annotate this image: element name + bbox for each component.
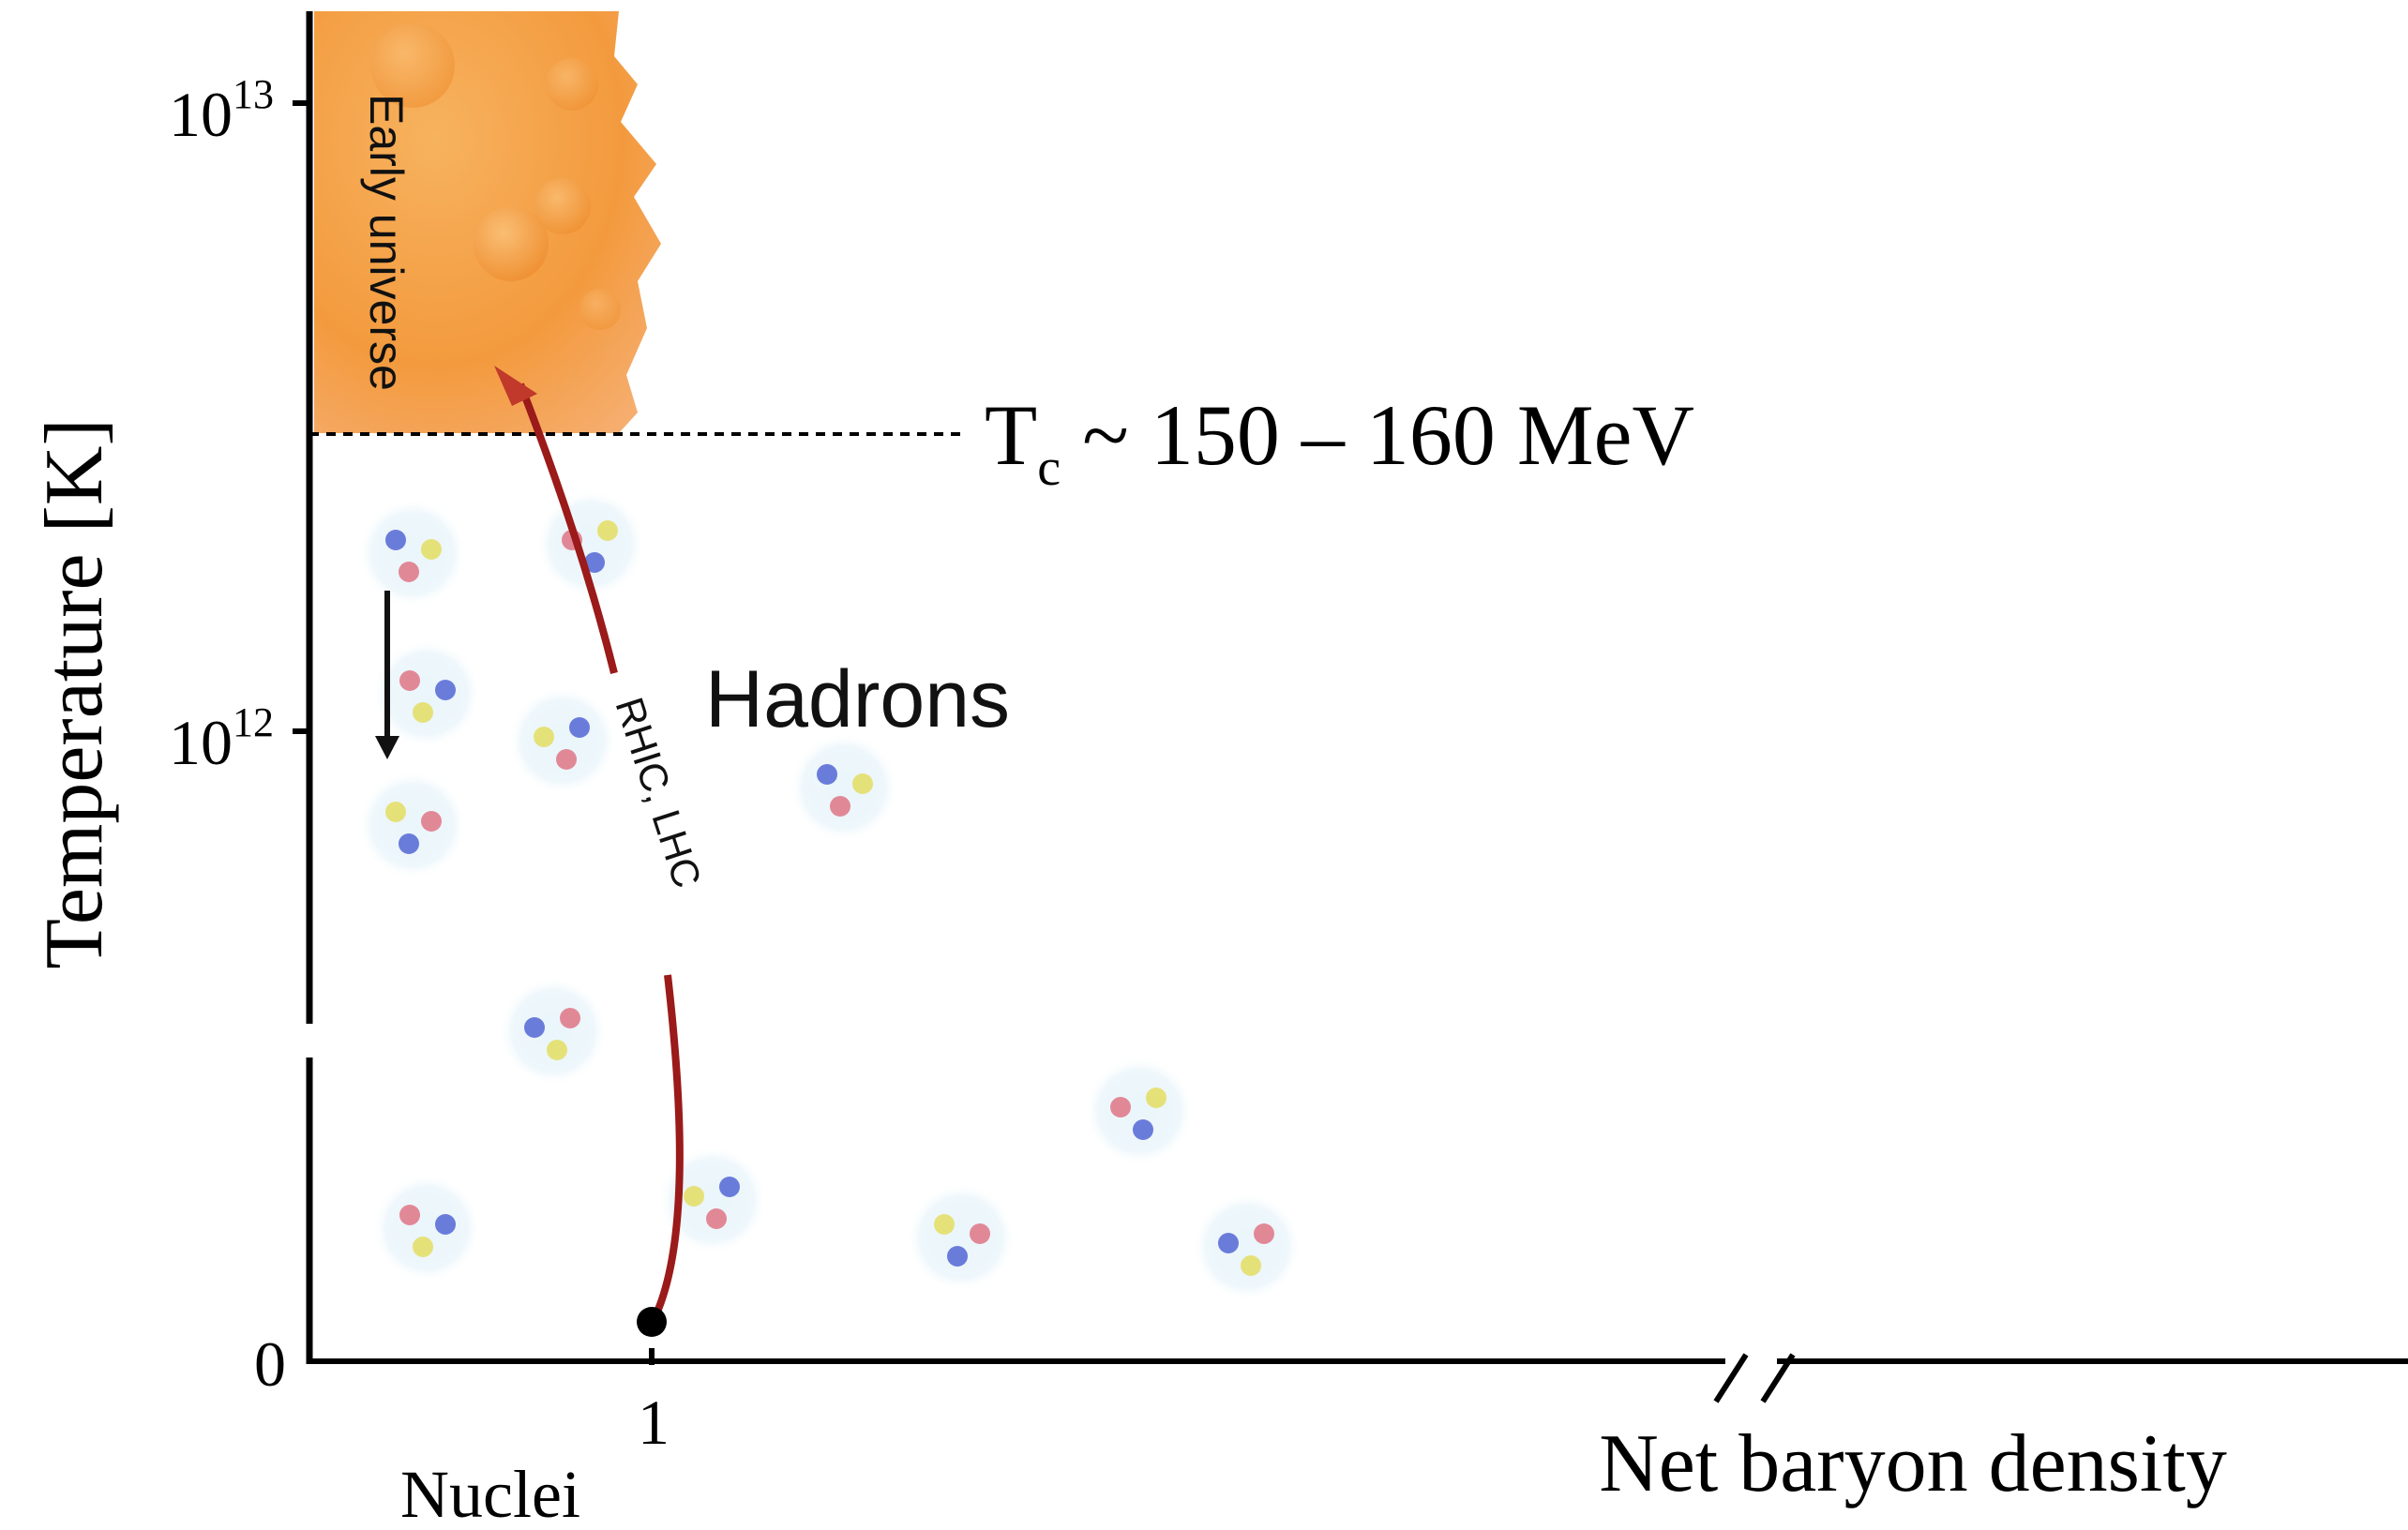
quark-dot xyxy=(970,1223,990,1244)
collider-path-arrow xyxy=(494,366,684,1337)
gluon-blob xyxy=(546,58,598,111)
hadron-glow xyxy=(372,1174,481,1282)
hadron-cluster xyxy=(358,771,467,879)
hadron-cluster xyxy=(372,639,481,748)
y-axis-label: Temperature [K] xyxy=(29,418,120,969)
quark-dot xyxy=(399,562,419,582)
early-universe-label: Early universe xyxy=(360,94,413,391)
hadron-cluster xyxy=(907,1183,1016,1292)
quark-dot xyxy=(435,680,456,700)
quark-dot xyxy=(534,727,554,747)
quark-dot xyxy=(1133,1119,1153,1140)
quark-dot xyxy=(413,1237,433,1257)
hadron-glow xyxy=(499,977,608,1086)
quark-dot xyxy=(1110,1097,1131,1118)
hadron-cluster xyxy=(658,1146,767,1254)
y-tick-label-1e12: 1012 xyxy=(169,699,274,778)
axis-break-mark xyxy=(1713,1353,1749,1403)
hadron-glow xyxy=(358,771,467,879)
quark-dot xyxy=(435,1214,456,1235)
quark-dot xyxy=(560,1008,580,1028)
quark-dot xyxy=(947,1246,968,1267)
y-tick-label-0: 0 xyxy=(254,1328,286,1400)
hadron-cluster xyxy=(790,733,898,842)
quark-dot xyxy=(817,764,837,785)
start-point xyxy=(637,1307,667,1337)
x-axis-label: Net baryon density xyxy=(1599,1418,2227,1509)
quark-dot xyxy=(385,802,406,822)
quark-dot xyxy=(706,1208,727,1229)
gluon-blob xyxy=(370,23,455,108)
gluon-blob xyxy=(534,178,591,234)
quark-dot xyxy=(421,811,442,832)
gluon-blob xyxy=(474,206,549,281)
hadron-cluster xyxy=(1193,1192,1302,1301)
quark-dot xyxy=(1241,1255,1261,1276)
hadron-glow xyxy=(790,733,898,842)
hadron-glow xyxy=(1193,1192,1302,1301)
hadron-glow xyxy=(907,1183,1016,1292)
quark-dot xyxy=(852,773,873,794)
quark-dot xyxy=(1254,1223,1274,1244)
hadron-cluster xyxy=(508,686,617,795)
hadron-glow xyxy=(358,499,467,608)
quark-dot xyxy=(719,1177,740,1197)
tc-label: Tc ~ 150 – 160 MeV xyxy=(985,387,1694,497)
quark-dot xyxy=(830,796,850,817)
hadron-cluster xyxy=(358,499,467,608)
gluon-blob xyxy=(579,289,621,330)
quark-dot xyxy=(1146,1088,1166,1108)
quark-dot xyxy=(385,530,406,550)
hadron-glow xyxy=(536,489,645,598)
quark-dot xyxy=(556,749,577,770)
hadron-cluster xyxy=(1085,1057,1194,1165)
quark-dot xyxy=(524,1017,545,1038)
hadron-cluster xyxy=(372,1174,481,1282)
hadron-cluster xyxy=(536,489,645,598)
quark-dot xyxy=(584,552,605,573)
collider-path-label: RHIC, LHC xyxy=(607,692,710,892)
quark-dot xyxy=(569,717,590,738)
early-universe-arrow xyxy=(375,591,399,759)
quark-dot xyxy=(934,1214,955,1235)
y-tick-label-1e13: 1013 xyxy=(169,71,274,150)
qgp-region xyxy=(314,11,661,433)
axis-break-mark xyxy=(1760,1353,1796,1403)
quark-dot xyxy=(684,1186,704,1207)
quark-dot xyxy=(1218,1233,1239,1253)
quark-dot xyxy=(399,670,420,691)
quark-dot xyxy=(413,702,433,723)
x-nuclei-label: Nuclei xyxy=(400,1457,580,1525)
quark-dot xyxy=(547,1040,567,1060)
hadron-glow xyxy=(508,686,617,795)
hadrons-label: Hadrons xyxy=(705,654,1010,744)
quark-dot xyxy=(399,1205,420,1225)
hadron-glow xyxy=(1085,1057,1194,1165)
hadron-glow xyxy=(372,639,481,748)
hadron-clusters xyxy=(358,489,1302,1301)
quark-dot xyxy=(421,539,442,560)
x-tick-label-1: 1 xyxy=(638,1387,670,1458)
quark-dot xyxy=(399,833,419,854)
hadron-glow xyxy=(658,1146,767,1254)
quark-dot xyxy=(597,520,618,541)
axes xyxy=(293,11,2408,1403)
hadron-cluster xyxy=(499,977,608,1086)
